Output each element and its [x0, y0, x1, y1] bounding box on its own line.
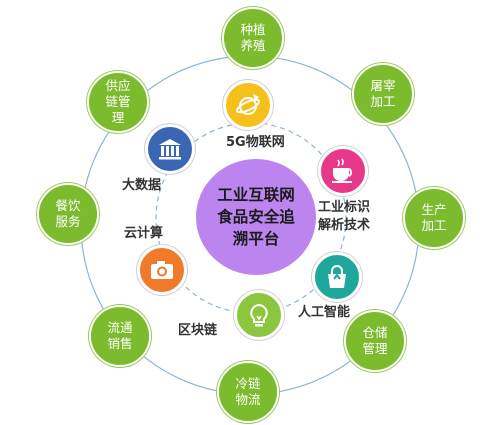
- node-slaughter-label: 屠宰加工: [370, 78, 396, 109]
- tech-ai-label: 人工智能: [298, 305, 351, 320]
- node-storage: 仓储管理: [344, 310, 406, 372]
- tech-5g: [223, 80, 273, 130]
- node-production-label: 生产加工: [421, 202, 447, 233]
- center-title: 工业互联网食品安全追溯平台: [217, 186, 295, 248]
- node-planting-label: 种植养殖: [240, 22, 266, 53]
- tech-blockchain-label: 区块链: [178, 323, 218, 338]
- tech-identifier-label-line2: 解析技术: [318, 218, 371, 233]
- node-storage-label: 仓储管理: [362, 325, 388, 356]
- camera-icon: [151, 261, 173, 279]
- node-coldchain-label: 冷链物流: [235, 376, 261, 407]
- tech-identifier-label-line1: 工业标识: [318, 200, 371, 215]
- tech-identifier-label: 工业标识 解析技术: [318, 199, 370, 235]
- center-platform: 工业互联网食品安全追溯平台: [196, 159, 316, 275]
- tech-blockchain: [234, 290, 284, 340]
- tech-bigdata-label: 大数据: [122, 178, 162, 193]
- node-slaughter: 屠宰加工: [352, 63, 414, 125]
- tech-5g-label: 5G物联网: [226, 135, 285, 150]
- tech-bigdata: [145, 124, 195, 174]
- node-circulation-label: 流通销售: [107, 320, 133, 351]
- tech-identifier: [318, 146, 368, 196]
- node-production: 生产加工: [403, 187, 465, 249]
- node-coldchain: 冷链物流: [217, 361, 279, 423]
- tech-cloud: [137, 245, 187, 295]
- bag-icon: [328, 265, 346, 288]
- coffee-cup-icon: [332, 158, 353, 183]
- node-supplychain-label: 供应链管理: [105, 78, 131, 125]
- tech-cloud-label: 云计算: [124, 226, 164, 241]
- lightbulb-icon: [250, 303, 268, 327]
- bank-icon: [159, 139, 181, 160]
- satellite-icon: [235, 94, 261, 115]
- tech-ai: [312, 252, 362, 302]
- node-supplychain: 供应链管理: [87, 71, 149, 133]
- node-catering: 餐饮服务: [37, 183, 99, 245]
- node-circulation: 流通销售: [89, 305, 151, 367]
- node-catering-label: 餐饮服务: [55, 198, 81, 229]
- node-planting: 种植养殖: [222, 7, 284, 69]
